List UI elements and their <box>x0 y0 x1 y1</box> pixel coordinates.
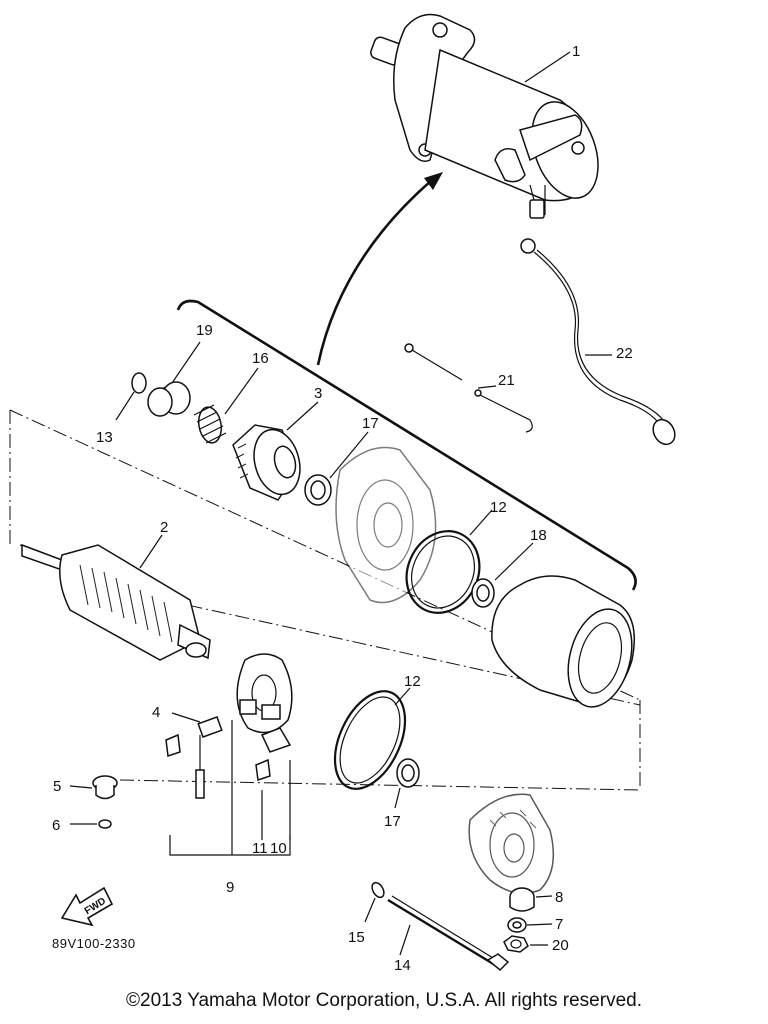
callout-8: 8 <box>555 889 563 906</box>
callout-14: 14 <box>394 957 411 974</box>
callout-5: 5 <box>53 778 61 795</box>
callout-7: 7 <box>555 916 563 933</box>
collar-19: 19 <box>147 322 213 417</box>
bolt-14: 14 <box>387 895 510 974</box>
brush-lead-21: 21 <box>404 343 533 433</box>
callout-3: 3 <box>314 385 322 402</box>
yoke-housing <box>491 575 635 708</box>
washer-7: 7 <box>507 916 563 933</box>
front-cover <box>335 446 437 604</box>
callout-12-upper: 12 <box>490 499 507 516</box>
callout-15: 15 <box>348 929 365 946</box>
callout-2: 2 <box>160 519 168 536</box>
armature-2: 2 <box>21 519 211 661</box>
circlip-13: 13 <box>96 372 147 446</box>
o-ring-15: 15 <box>348 881 385 946</box>
washer-17-upper: 17 <box>304 415 379 506</box>
rear-cover <box>468 793 555 895</box>
callout-11: 11 <box>252 840 268 857</box>
callout-17-lower: 17 <box>384 813 401 830</box>
nut-8: 8 <box>509 887 563 912</box>
callout-19: 19 <box>196 322 213 339</box>
callout-16: 16 <box>252 350 269 367</box>
callout-6: 6 <box>52 817 60 834</box>
callout-9: 9 <box>226 879 234 896</box>
callout-21: 21 <box>498 372 515 389</box>
callout-17-upper: 17 <box>362 415 379 432</box>
callout-1: 1 <box>572 43 580 60</box>
washer-18: 18 <box>471 527 547 608</box>
brush-9-bracket: 9 11 10 <box>169 720 291 896</box>
lead-wire-assembly: 22 <box>520 238 676 446</box>
spring-16: 16 <box>193 350 269 444</box>
callout-4: 4 <box>152 704 160 721</box>
subassembly-frame <box>176 299 637 591</box>
diagram-code: 89V100-2330 <box>52 936 136 951</box>
grommet-5: 5 <box>53 775 118 800</box>
starter-motor-assembly: 1 <box>370 13 599 219</box>
brush-4: 4 <box>152 704 223 799</box>
callout-22: 22 <box>616 345 633 362</box>
callout-13: 13 <box>96 429 113 446</box>
callout-18: 18 <box>530 527 547 544</box>
assembly-arrow <box>316 172 443 366</box>
brush-plate-9 <box>236 653 293 753</box>
fwd-arrow-icon: FWD <box>60 886 114 927</box>
o-ring-6: 6 <box>52 817 112 834</box>
o-ring-12-lower: 12 <box>333 673 421 790</box>
callout-10: 10 <box>270 840 287 857</box>
copyright-notice: ©2013 Yamaha Motor Corporation, U.S.A. A… <box>126 990 642 1011</box>
washer-17-lower: 17 <box>384 758 420 830</box>
nut-20: 20 <box>503 935 569 954</box>
clutch-3: 3 <box>232 385 322 501</box>
callout-20: 20 <box>552 937 569 954</box>
callout-12-lower: 12 <box>404 673 421 690</box>
brush-holder-spring <box>165 733 271 781</box>
